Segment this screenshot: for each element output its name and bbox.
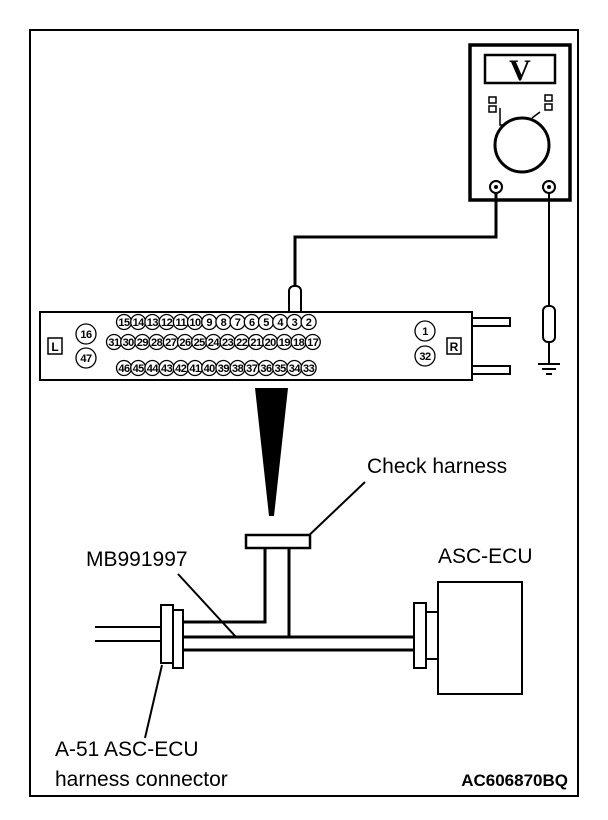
connector-pin-number: 1 <box>422 326 428 338</box>
adapter-connector-right <box>413 602 427 669</box>
right-side-marker <box>446 337 462 355</box>
connector-pin-number: 45 <box>133 363 145 375</box>
voltmeter-dial <box>493 116 551 174</box>
connector-pin <box>304 333 321 351</box>
ground-symbol <box>538 342 560 375</box>
asc-ecu-body <box>437 581 523 695</box>
connector-pin-number: 3 <box>292 317 298 329</box>
right-side-marker-text: R <box>450 340 459 354</box>
left-side-marker-text: L <box>51 340 58 354</box>
connector-pin-number: 32 <box>419 351 431 363</box>
connector-pin-number: 44 <box>147 363 160 375</box>
a51-harness-connector <box>160 604 174 664</box>
ecu-connector-flange <box>425 611 439 660</box>
positive-test-lead <box>293 193 498 288</box>
connector-pin-number: 15 <box>118 317 130 329</box>
special-tool-leader <box>177 573 237 638</box>
connector-pin-number: 37 <box>246 363 258 375</box>
connector-pin-number: 27 <box>165 337 177 349</box>
left-side-marker <box>47 337 63 355</box>
a51-connector-label-line2: harness connector <box>55 768 228 791</box>
connector-pin-number: 12 <box>161 317 173 329</box>
connector-pin-number: 24 <box>208 337 221 349</box>
connector-pin-number: 8 <box>221 317 227 329</box>
connector-pin-number: 47 <box>80 353 92 365</box>
check-harness-wire <box>183 548 291 637</box>
connector-pin-number: 19 <box>279 337 291 349</box>
connector-pin-number: 42 <box>175 363 187 375</box>
voltmeter-switch <box>544 103 553 111</box>
a51-connector-leader <box>144 664 163 739</box>
connector-pin-number: 41 <box>189 363 201 375</box>
figure-frame <box>29 29 579 797</box>
connector-pin-number: 5 <box>263 317 269 329</box>
connector-pin-number: 40 <box>204 363 216 375</box>
voltmeter: V <box>468 43 572 202</box>
connector-pin-number: 39 <box>218 363 230 375</box>
a51-connector-label-line1: A-51 ASC-ECU <box>55 738 199 761</box>
adapter-connector-left <box>172 609 184 669</box>
connector-pin <box>300 359 317 377</box>
connector-pin <box>300 313 317 331</box>
connector-pin-number: 9 <box>206 317 212 329</box>
connector-pin-number: 23 <box>222 337 234 349</box>
connector-pin-number: 38 <box>232 363 244 375</box>
connector-pin-number: 25 <box>194 337 206 349</box>
connector-pin-number: 11 <box>175 317 186 329</box>
connector-pin-number: 20 <box>265 337 277 349</box>
connector-pin-number: 7 <box>235 317 241 329</box>
connector-pin-number: 43 <box>161 363 173 375</box>
connector-pin-number: 4 <box>277 317 284 329</box>
connector-pin-number: 28 <box>151 337 163 349</box>
connector-pin <box>414 345 436 367</box>
check-harness-connector <box>244 533 312 550</box>
connector-pin-number: 33 <box>303 363 315 375</box>
connector-pin-number: 29 <box>137 337 149 349</box>
connector-pin-number: 6 <box>249 317 255 329</box>
connector-rail <box>472 365 511 375</box>
voltmeter-switch <box>488 96 497 104</box>
connector-rail <box>472 317 511 327</box>
voltmeter-switch <box>488 105 497 113</box>
connector-pin-number: 31 <box>108 337 120 349</box>
connector-pin-number: 34 <box>289 363 302 375</box>
voltmeter-terminal-positive-core <box>494 185 498 189</box>
connector-pin-number: 30 <box>123 337 135 349</box>
voltmeter-display-text: V <box>509 54 531 87</box>
view-direction-arrow <box>255 388 288 516</box>
connector-pin-number: 14 <box>133 317 146 329</box>
connector-pin-number: 16 <box>80 329 92 341</box>
check-harness-label: Check harness <box>367 455 507 478</box>
figure-code: AC606870BQ <box>461 771 568 790</box>
connector-pin-number: 17 <box>307 337 319 349</box>
special-tool-label: MB991997 <box>86 548 188 571</box>
negative-probe <box>542 305 556 343</box>
connector-pin <box>414 320 436 342</box>
connector-pin-number: 2 <box>306 317 312 329</box>
connector-pin-number: 36 <box>260 363 272 375</box>
connector-pin-number: 22 <box>236 337 248 349</box>
voltmeter-display <box>483 53 557 85</box>
voltmeter-switch <box>544 94 553 102</box>
connector-pin-number: 35 <box>275 363 287 375</box>
connector-pin-number: 13 <box>147 317 159 329</box>
voltmeter-terminal-negative-core <box>547 185 551 189</box>
connector-pin <box>75 323 97 345</box>
connector-pin-number: 26 <box>179 337 191 349</box>
connector-pin-number: 46 <box>118 363 130 375</box>
connector-pin <box>75 347 97 369</box>
connector-pin-number: 21 <box>250 337 262 349</box>
check-harness-leader <box>302 481 366 542</box>
ecu-label: ASC-ECU <box>438 545 533 568</box>
connector-pin-number: 18 <box>293 337 305 349</box>
connector-pin-number: 10 <box>189 317 201 329</box>
